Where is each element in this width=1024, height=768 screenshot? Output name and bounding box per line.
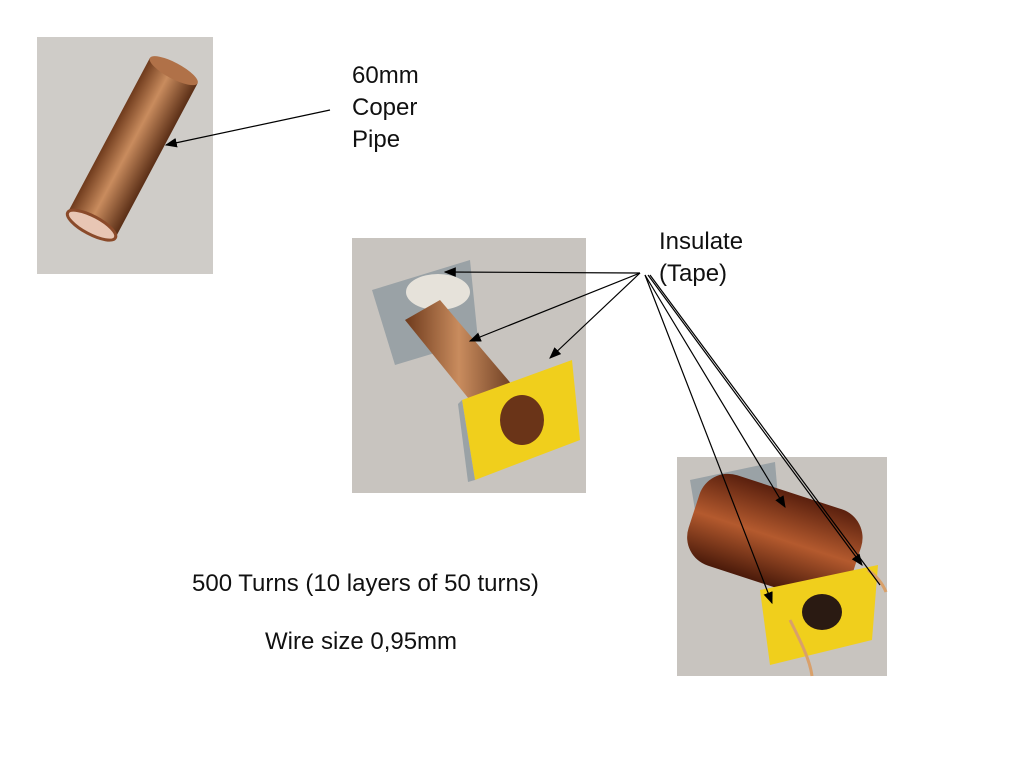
insulated-spool-photo: [352, 238, 586, 493]
pointer-arrows: [164, 109, 881, 605]
pipe-label-material: Coper: [352, 94, 418, 121]
wire-size-label: Wire size 0,95mm: [265, 628, 458, 655]
insulate-label-line2: (Tape): [659, 260, 728, 287]
copper-pipe-photo: [37, 37, 213, 274]
wound-coil-photo: [677, 457, 888, 677]
pipe-label: 60mm Coper Pipe: [352, 60, 419, 156]
turns-label: 500 Turns (10 layers of 50 turns): [192, 570, 539, 597]
pipe-label-type: Pipe: [352, 126, 401, 153]
insulate-label: Insulate (Tape): [659, 226, 743, 290]
pipe-label-size: 60mm: [352, 62, 419, 89]
insulate-label-line1: Insulate: [659, 228, 744, 255]
